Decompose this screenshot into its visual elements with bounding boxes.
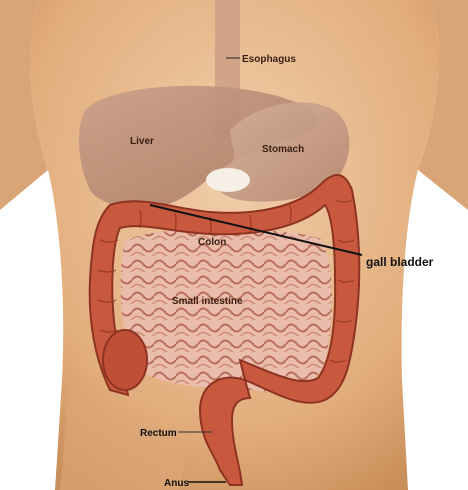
gall-bladder-label: gall bladder [366,255,434,269]
stomach-label: Stomach [262,144,304,155]
cecum [103,330,147,390]
rectum-label: Rectum [140,428,177,439]
small-intestine [121,228,332,391]
liver-label: Liver [130,136,154,147]
stomach-highlight [206,168,250,192]
anus-label: Anus [164,478,189,489]
esophagus-label: Esophagus [242,54,296,65]
colon-label: Colon [198,237,226,248]
small-intestine-label: Small intestine [172,296,243,307]
